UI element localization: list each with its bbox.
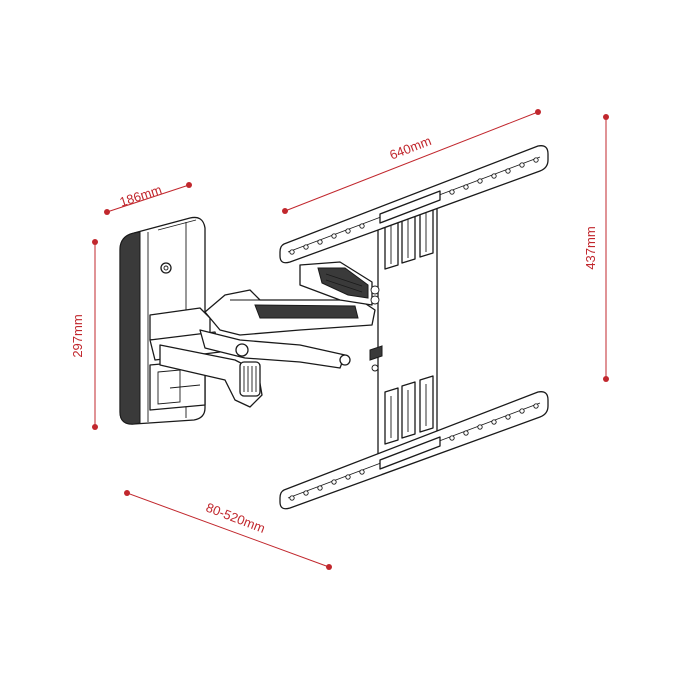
dimension-297mm: 297mm — [70, 239, 98, 430]
dimension-label-640mm: 640mm — [387, 133, 433, 163]
dimension-186mm: 186mm — [104, 182, 192, 215]
dimension-label-80-520mm: 80-520mm — [204, 500, 267, 536]
articulating-arm — [149, 261, 376, 408]
bottom-rail-holes — [289, 403, 539, 501]
vesa-tv-bracket — [279, 145, 549, 510]
dimension-label-437mm: 437mm — [583, 226, 598, 269]
dimension-label-186mm: 186mm — [118, 182, 164, 210]
dimension-label-297mm: 297mm — [70, 314, 85, 357]
top-rail-holes — [289, 157, 539, 255]
dimension-437mm: 437mm — [583, 114, 609, 382]
